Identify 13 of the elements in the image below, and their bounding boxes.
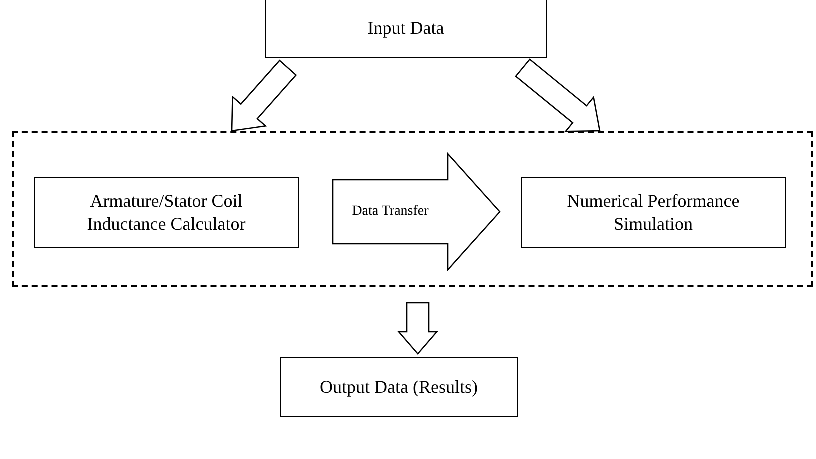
process-box	[34, 177, 299, 248]
dashed-group-box	[12, 131, 813, 287]
block-arrow	[515, 58, 601, 132]
box-label: Armature/Stator Coil Inductance Calculator	[86, 190, 247, 236]
block-arrow	[332, 152, 501, 272]
process-box	[521, 177, 786, 248]
block-arrow	[231, 60, 298, 132]
box-label: Numerical Performance Simulation	[566, 190, 741, 236]
process-box	[265, 0, 547, 58]
block-arrow	[398, 302, 438, 355]
box-label: Input Data	[368, 16, 444, 40]
box-label: Output Data (Results)	[320, 376, 478, 398]
process-box	[280, 357, 518, 417]
